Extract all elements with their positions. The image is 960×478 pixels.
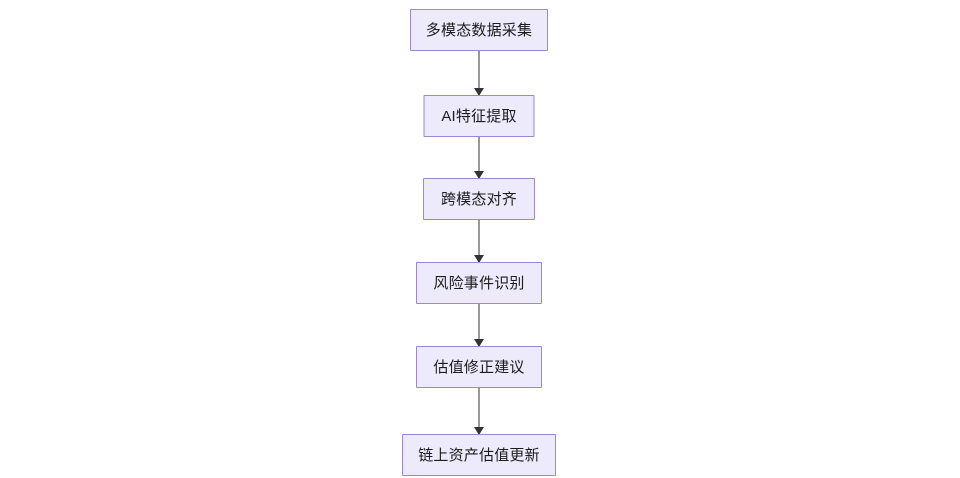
flow-node-ai-feature-extraction[interactable]: AI特征提取 — [423, 95, 535, 137]
flow-node-label: 估值修正建议 — [433, 358, 525, 376]
flow-edge-n2-to-n3 — [478, 137, 480, 178]
flow-node-label: 多模态数据采集 — [425, 21, 533, 39]
flow-node-label: 链上资产估值更新 — [418, 446, 540, 464]
flow-edge-n1-to-n2 — [478, 51, 480, 95]
flow-edge-n3-to-n4 — [478, 220, 480, 262]
flow-node-label: 风险事件识别 — [433, 274, 525, 292]
flow-node-multimodal-data-collection[interactable]: 多模态数据采集 — [410, 9, 548, 51]
flow-node-cross-modal-alignment[interactable]: 跨模态对齐 — [423, 178, 535, 220]
flow-node-onchain-asset-valuation-update[interactable]: 链上资产估值更新 — [402, 434, 556, 476]
flow-edge-n5-to-n6 — [478, 388, 480, 434]
flow-edge-n4-to-n5 — [478, 304, 480, 346]
flow-node-valuation-adjustment-advice[interactable]: 估值修正建议 — [416, 346, 542, 388]
flow-node-label: AI特征提取 — [441, 107, 517, 125]
flow-node-risk-event-identification[interactable]: 风险事件识别 — [416, 262, 542, 304]
flow-node-label: 跨模态对齐 — [440, 190, 517, 208]
